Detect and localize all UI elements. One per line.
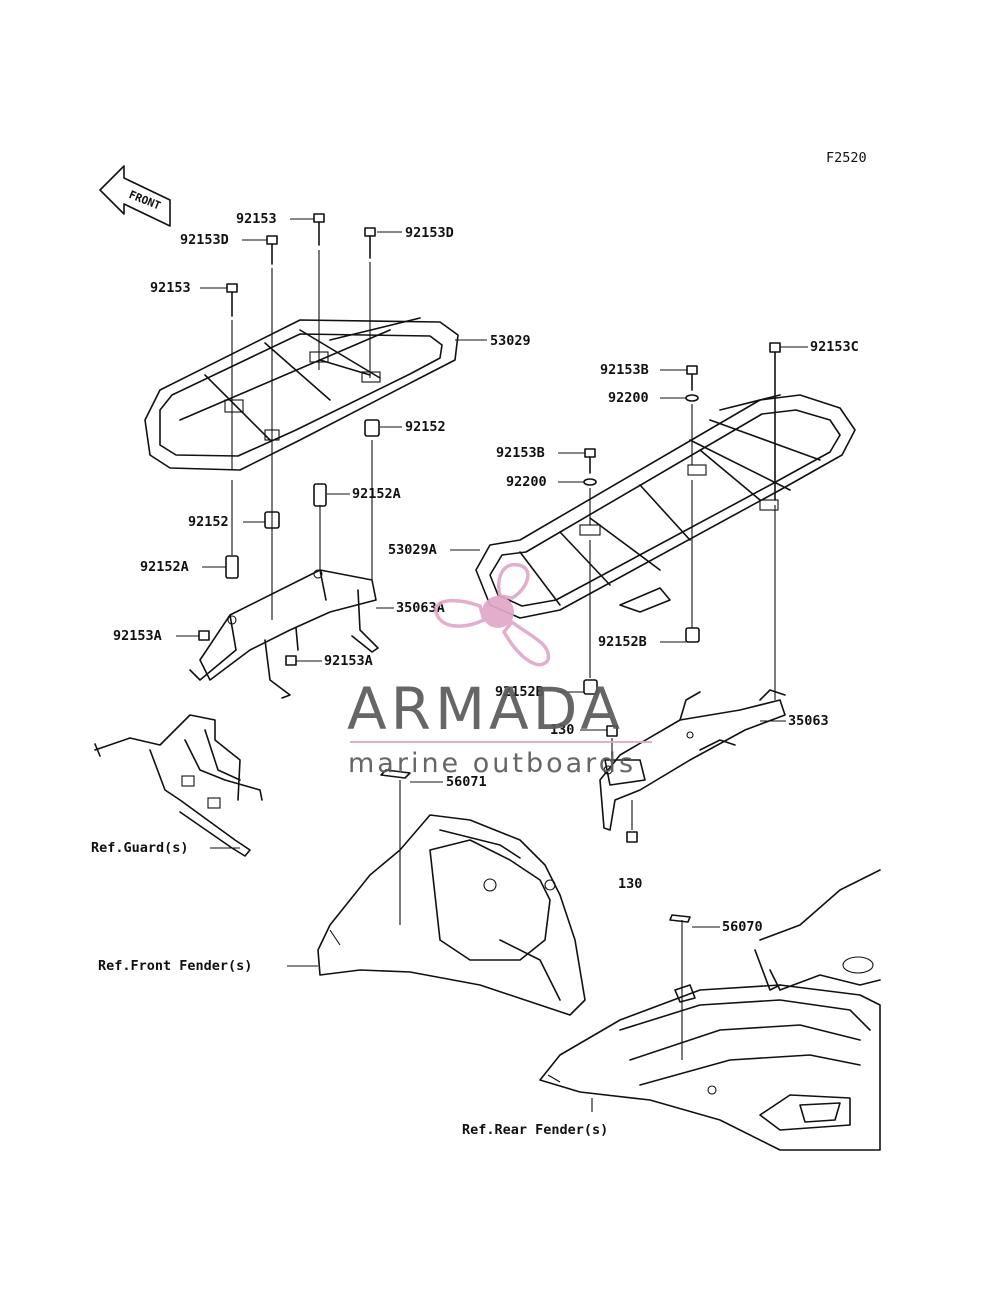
part-label: 92152B [598, 634, 647, 650]
sticker-icon [380, 769, 411, 779]
reference-label: Ref.Rear Fender(s) [462, 1122, 608, 1138]
front-carrier-rack [144, 317, 459, 471]
part-label: 35063 [788, 713, 829, 729]
part-label: 92153B [600, 362, 649, 378]
figure-code: F2520 [826, 150, 867, 166]
part-label: 56070 [722, 919, 763, 935]
bolt-icon [769, 342, 781, 501]
watermark-tagline: marine outboards [348, 748, 636, 779]
part-label: 92153A [113, 628, 162, 644]
part-label: 92152A [140, 559, 189, 575]
rear-fender-reference [539, 869, 881, 1151]
bolt-icon [266, 235, 278, 265]
bolt-icon [285, 655, 297, 666]
bolt-icon [686, 365, 698, 391]
part-label: 130 [618, 876, 642, 892]
washer-icon [685, 394, 699, 402]
collar-icon [313, 483, 327, 507]
part-label: 92152 [405, 419, 446, 435]
part-label: 92152 [188, 514, 229, 530]
bolt-icon [313, 213, 325, 246]
reference-label: Ref.Front Fender(s) [98, 958, 252, 974]
collar-icon [264, 511, 280, 529]
part-label: 92153 [236, 211, 277, 227]
part-label: 92153A [324, 653, 373, 669]
bolt-icon [198, 630, 210, 641]
sticker-icon [669, 914, 691, 923]
bolt-icon [584, 448, 596, 474]
front-bracket [189, 569, 379, 699]
bolt-icon [226, 283, 238, 317]
part-label: 92152B [495, 684, 544, 700]
part-label: 56071 [446, 774, 487, 790]
part-label: 92153D [180, 232, 229, 248]
part-label: 53029A [388, 542, 437, 558]
watermark: ARMADA marine outboards [347, 562, 652, 779]
collar-icon [583, 679, 598, 695]
part-label: 53029 [490, 333, 531, 349]
part-label: 35063A [396, 600, 445, 616]
part-label: 92200 [608, 390, 649, 406]
bolt-icon [626, 831, 638, 843]
front-arrow-label: FRONT [127, 188, 163, 213]
bolt-icon [606, 725, 618, 737]
collar-icon [225, 555, 239, 579]
washer-icon [583, 478, 597, 486]
rear-carrier-rack [475, 394, 856, 619]
part-label: 92153B [496, 445, 545, 461]
reference-label: Ref.Guard(s) [91, 840, 189, 856]
propeller-logo-icon [434, 562, 551, 667]
guard-reference [94, 714, 263, 857]
rear-bracket [599, 689, 786, 831]
part-label: 92153 [150, 280, 191, 296]
part-label: 92153D [405, 225, 454, 241]
bolt-icon [364, 227, 376, 259]
front-arrow-icon: FRONT [99, 165, 171, 227]
part-label: 92153C [810, 339, 859, 355]
part-label: 130 [550, 722, 574, 738]
collar-icon [364, 419, 380, 437]
front-fender-reference [317, 814, 586, 1016]
collar-icon [685, 627, 700, 643]
part-label: 92200 [506, 474, 547, 490]
watermark-brand: ARMADA [347, 675, 624, 743]
part-label: 92152A [352, 486, 401, 502]
